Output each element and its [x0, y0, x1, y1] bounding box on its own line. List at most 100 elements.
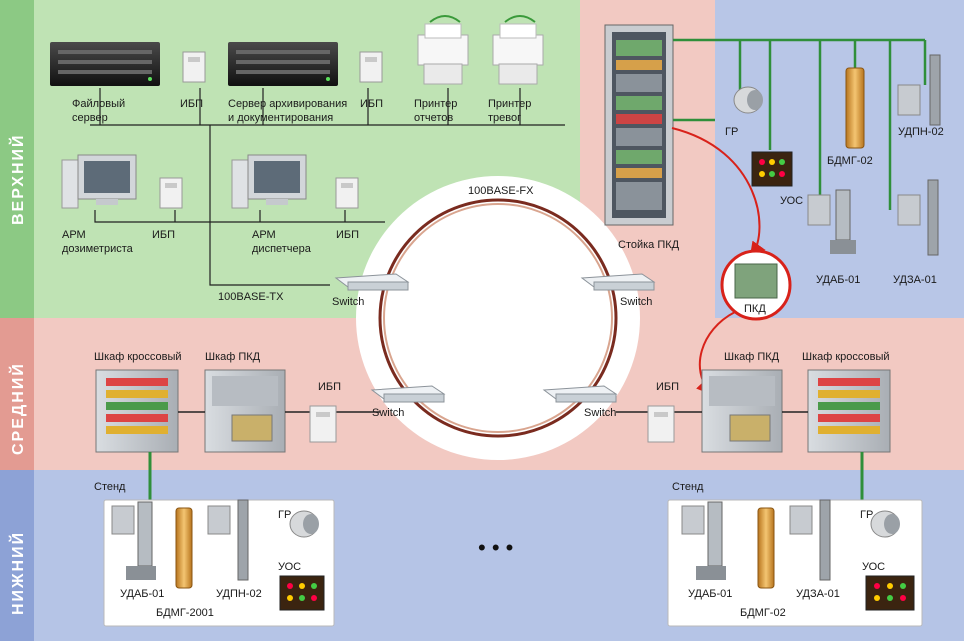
ups-label-3: ИБП: [152, 229, 175, 241]
ring-label: 100BASE-FX: [468, 185, 534, 197]
lan-lines: [90, 88, 565, 286]
udpn-icon: [207, 499, 249, 581]
alarm-printer-icon: [492, 15, 544, 85]
uos-icon: [865, 575, 915, 611]
report-printer-icon: [417, 15, 469, 85]
ups-icon: [335, 177, 359, 209]
right-stand-uos-label: УОС: [862, 561, 885, 573]
bdmg-icon: [175, 507, 193, 589]
switch-icon: [370, 385, 446, 403]
arm-dosimetrist-label-1: АРМ: [62, 229, 86, 241]
arm-dispatcher-label-2: диспетчера: [252, 243, 312, 255]
arm-dispatcher-label-1: АРМ: [252, 229, 276, 241]
switch-icon: [580, 273, 656, 291]
stand-left: [103, 499, 335, 627]
ups-icon: [359, 51, 383, 83]
stand-right-label: Стенд: [672, 481, 704, 493]
middle-ups-left-label: ИБП: [318, 381, 341, 393]
right-stand-udab-label: УДАБ-01: [688, 588, 732, 600]
left-udpn-label: УДПН-02: [216, 588, 262, 600]
switch-label-bottom-right: Switch: [584, 407, 616, 419]
left-gr-label: ГР: [278, 509, 291, 521]
archive-server: [228, 42, 338, 86]
udza-icon: [897, 179, 939, 256]
pkd-rack-label: Стойка ПКД: [618, 239, 680, 251]
pkd-cabinet-left-label: Шкаф ПКД: [205, 351, 261, 363]
ups-icon: [647, 405, 675, 443]
switch-label-bottom-left: Switch: [372, 407, 404, 419]
right-stand-bdmg-label: БДМГ-02: [740, 607, 786, 619]
udpn-icon: [897, 54, 941, 126]
lan-label: 100BASE-TX: [218, 291, 284, 303]
workstation-icon: [231, 154, 307, 209]
level-top-label: ВЕРХНИЙ: [8, 133, 27, 225]
gr-icon: [733, 86, 763, 114]
middle-level-band: [0, 318, 34, 470]
right-udab-label: УДАБ-01: [816, 274, 860, 286]
pkd-cabinet-right-label: Шкаф ПКД: [724, 351, 780, 363]
archive-server-label-1: Сервер архивирования: [228, 98, 347, 110]
file-server-label-2: сервер: [72, 112, 108, 124]
cross-cabinet-left-label: Шкаф кроссовый: [94, 351, 182, 363]
right-udpn-label: УДПН-02: [898, 126, 944, 138]
archive-server-label-2: и документирования: [228, 112, 333, 124]
ups-label-4: ИБП: [336, 229, 359, 241]
cross-cabinet-icon: [95, 369, 179, 453]
cross-cabinet-right-label: Шкаф кроссовый: [802, 351, 890, 363]
right-udza-label: УДЗА-01: [893, 274, 937, 286]
file-server: [50, 42, 160, 86]
left-bdmg-label: БДМГ-2001: [156, 607, 214, 619]
level-bottom-label: НИЖНИЙ: [8, 531, 27, 615]
udab-icon: [807, 189, 856, 254]
switch-icon: [334, 273, 410, 291]
bottom-level-band: [0, 470, 34, 641]
udab-icon: [111, 501, 156, 580]
fiber-ring-inner: [383, 203, 613, 433]
stand-right: [667, 499, 923, 627]
ups-icon: [159, 177, 183, 209]
switch-icon: [542, 385, 618, 403]
ups-label-1: ИБП: [180, 98, 203, 110]
report-printer-label-1: Принтер: [414, 98, 457, 110]
right-stand-udza-label: УДЗА-01: [796, 588, 840, 600]
level-middle-label: СРЕДНИЙ: [8, 362, 27, 455]
report-printer-label-2: отчетов: [414, 112, 453, 124]
uos-icon: [279, 575, 325, 611]
right-stand-gr-label: ГР: [860, 509, 873, 521]
left-udab-label: УДАБ-01: [120, 588, 164, 600]
arrow-to-pkd: [671, 127, 766, 259]
pkd-cabinet-icon: [701, 369, 783, 453]
right-gr-label: ГР: [725, 126, 738, 138]
bdmg-icon: [757, 507, 775, 589]
fiber-ring: [378, 198, 618, 438]
ups-icon: [309, 405, 337, 443]
pkd-module-icon: [734, 263, 778, 299]
alarm-printer-label-2: тревог: [488, 112, 521, 124]
stand-left-label: Стенд: [94, 481, 126, 493]
ups-icon: [182, 51, 206, 83]
arm-dosimetrist-label-2: дозиметриста: [62, 243, 134, 255]
gr-icon: [289, 510, 319, 538]
left-uos-label: УОС: [278, 561, 301, 573]
bdmg-icon: [845, 67, 865, 149]
pkd-rack-icon: [604, 24, 674, 226]
uos-icon: [751, 151, 793, 187]
pkd-cabinet-icon: [204, 369, 286, 453]
ups-label-2: ИБП: [360, 98, 383, 110]
switch-label-top-right: Switch: [620, 296, 652, 308]
workstation-icon: [61, 154, 137, 209]
udza-icon: [789, 499, 831, 581]
cross-cabinet-icon: [807, 369, 891, 453]
right-uos-label: УОС: [780, 195, 803, 207]
pkd-label: ПКД: [744, 303, 766, 315]
alarm-printer-label-1: Принтер: [488, 98, 531, 110]
top-level-band: [0, 0, 34, 318]
switch-label-top-left: Switch: [332, 296, 364, 308]
right-bdmg-label: БДМГ-02: [827, 155, 873, 167]
gr-icon: [870, 510, 900, 538]
ellipsis: • • •: [478, 535, 513, 560]
udab-icon: [681, 501, 726, 580]
right-bus: [673, 38, 927, 210]
